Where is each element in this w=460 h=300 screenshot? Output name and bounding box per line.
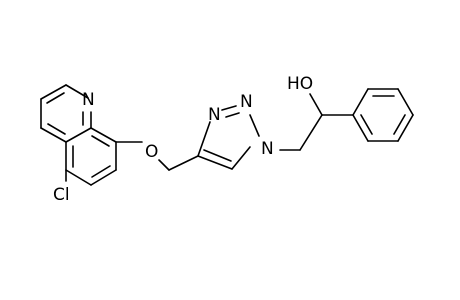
bond-c2-c3	[40, 84, 67, 100]
label-hydroxyl: HO	[287, 74, 313, 94]
bond-ph3-ph4	[397, 88, 414, 116]
label-chlorine: Cl	[53, 185, 70, 205]
bond-c4-c4a	[40, 127, 67, 143]
bond-ph6-ph1-inner	[360, 114, 373, 135]
label-triazole-n2: N	[240, 92, 253, 112]
bond-ph4-ph5	[397, 114, 414, 142]
bond-c8-c8a-inner	[91, 135, 110, 147]
bond-o-ch2	[158, 159, 170, 171]
label-quinoline-nitrogen: N	[82, 90, 95, 110]
bond-c4a-c8a	[65, 127, 92, 143]
bond-n2-n3-inner	[225, 112, 240, 118]
bond-n1-c2	[65, 84, 89, 99]
bond-c4-c5-inner	[203, 149, 232, 162]
bond-c5-n1	[231, 146, 251, 170]
label-ether-oxygen: O	[145, 142, 158, 162]
bond-choh-oh	[309, 93, 323, 116]
bond-ph4-ph5-inner	[393, 114, 406, 135]
bond-c6-c7-inner	[91, 165, 111, 178]
bond-n2-n3	[221, 105, 237, 111]
bond-c4-c5	[197, 155, 233, 170]
bond-c5-c6	[65, 169, 92, 186]
bond-ph6-ph1	[352, 114, 369, 142]
bond-c4-c4a-inner	[47, 123, 66, 135]
bond-c2-c3-inner	[46, 92, 65, 104]
bond-c8-c8a	[90, 127, 117, 143]
bond-n1-n2	[249, 114, 260, 137]
pyridine-ring	[40, 84, 92, 143]
bond-n3-c4	[197, 121, 211, 157]
bond-c6-c7	[90, 169, 117, 186]
triazole-ring	[197, 105, 260, 170]
phenyl-ring	[352, 88, 414, 142]
benzo-ring	[65, 127, 117, 186]
bond-ph1-ph2	[352, 88, 369, 116]
bond-ch2-triazole	[168, 155, 199, 171]
bond-ch2-choh	[299, 114, 323, 151]
label-triazole-n1: N	[261, 139, 274, 159]
label-triazole-n3: N	[208, 105, 221, 125]
